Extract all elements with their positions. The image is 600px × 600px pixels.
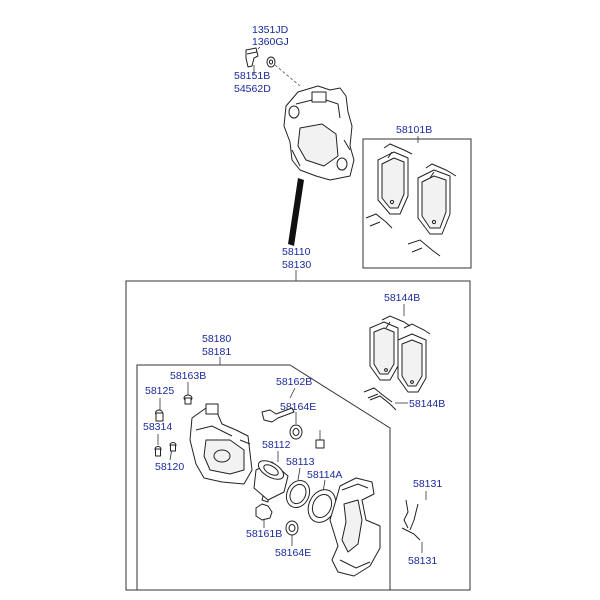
label-58163b[interactable]: 58163B [170,370,206,382]
small-plug-icon[interactable] [315,439,325,449]
seal-314-icon[interactable] [154,446,162,457]
bleeder-screw-icon[interactable] [155,409,164,422]
label-58144b-pads[interactable]: 58144B [384,292,420,304]
label-58314[interactable]: 58314 [143,421,172,433]
piston-boot-icon[interactable] [303,485,341,527]
assembly-pointer-arrow [288,178,304,246]
label-58131-top[interactable]: 58131 [413,478,442,490]
caliper-carrier-icon[interactable] [329,477,381,577]
top-bolt-icon[interactable] [245,47,259,68]
label-1351jd[interactable]: 1351JD [252,24,289,36]
top-washer-icon[interactable] [266,56,276,68]
pad-clip-icon[interactable] [363,387,397,411]
leader-lines [157,46,427,553]
guide-pin-top-icon[interactable] [261,407,295,423]
label-58120[interactable]: 58120 [155,461,184,473]
label-58151b[interactable]: 58151B [234,70,270,82]
label-58161b[interactable]: 58161B [246,528,282,540]
caliper-body-icon[interactable] [189,403,253,485]
label-1360gj[interactable]: 1360GJ [252,36,289,48]
caliper-body-frame [136,364,391,591]
label-58164e-bottom[interactable]: 58164E [275,547,311,559]
hose-union-icon[interactable] [169,442,177,452]
bolt-axis-line [274,64,301,87]
label-58113[interactable]: 58113 [286,456,315,468]
boot-top-icon[interactable] [289,424,303,440]
label-58162b[interactable]: 58162B [276,376,312,388]
caliper-bracket-top-icon[interactable] [283,85,355,181]
label-58181[interactable]: 58181 [202,346,231,358]
label-58114a[interactable]: 58114A [307,469,342,481]
bleeder-cap-icon[interactable] [183,394,193,405]
label-58101b[interactable]: 58101B [396,124,432,136]
label-58130[interactable]: 58130 [282,259,311,271]
wear-sensor-icon[interactable] [401,499,421,541]
pad-kit-top-icon[interactable] [365,143,457,257]
label-58180[interactable]: 58180 [202,333,231,345]
label-58125[interactable]: 58125 [145,385,174,397]
label-54562d[interactable]: 54562D [234,83,271,95]
boot-bottom-icon[interactable] [285,520,299,536]
piston-seal-icon[interactable] [282,477,314,512]
label-58110[interactable]: 58110 [282,246,311,258]
label-58112[interactable]: 58112 [262,439,291,451]
pad-set-icon[interactable] [369,315,431,393]
piston-icon[interactable] [253,457,289,501]
caliper-assembly-frame [125,280,471,591]
label-58144b-clips[interactable]: 58144B [409,398,445,410]
label-58131-bottom[interactable]: 58131 [408,555,437,567]
pad-kit-frame [362,138,472,269]
